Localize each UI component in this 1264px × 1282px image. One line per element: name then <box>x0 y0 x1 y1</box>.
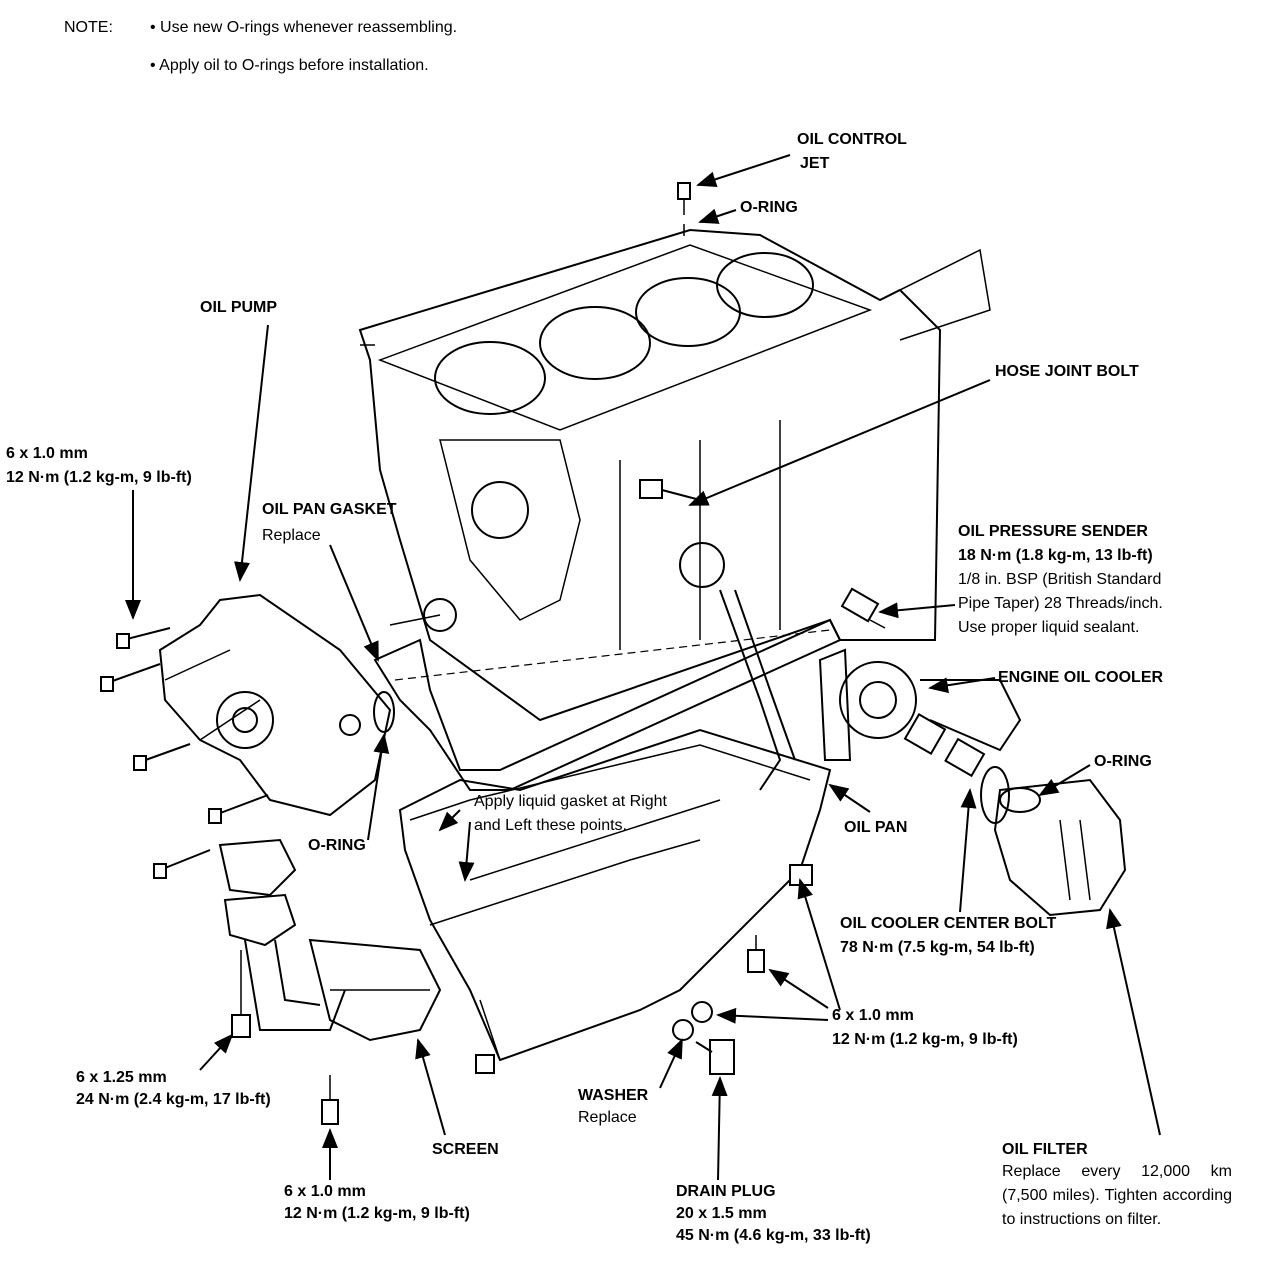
label-o-ring-pump: O-RING <box>308 837 366 854</box>
nut-drain <box>691 1001 713 1023</box>
cylinder-bore-1 <box>434 341 546 415</box>
pump-o-ring <box>373 691 395 733</box>
label-o-ring-filter: O-RING <box>1094 753 1152 770</box>
pump-bolts <box>100 627 269 879</box>
oil-control-jet <box>677 182 691 236</box>
label-oil-control-jet-2: JET <box>800 155 830 172</box>
label-oil-pressure-spec-1: 1/8 in. BSP (British Standard <box>958 571 1162 588</box>
label-bolt-bottom-torque: 12 N·m (1.2 kg-m, 9 lb-ft) <box>284 1205 470 1222</box>
label-drain-plug: DRAIN PLUG <box>676 1183 776 1200</box>
nut-pan <box>475 1054 495 1074</box>
label-cooler-center-bolt: OIL COOLER CENTER BOLT <box>840 915 1057 932</box>
label-oil-control-jet: OIL CONTROL <box>797 131 907 148</box>
label-bolt-screen-size: 6 x 1.25 mm <box>76 1069 167 1086</box>
label-washer: WASHER <box>578 1087 649 1104</box>
washer-part <box>672 1019 694 1041</box>
oil-cooler <box>818 648 1022 778</box>
label-oil-pump: OIL PUMP <box>200 299 278 316</box>
label-liquid-gasket-2: and Left these points. <box>474 817 627 834</box>
label-oil-pan-gasket-note: Replace <box>262 527 321 544</box>
bolt-screen <box>231 1014 251 1038</box>
label-o-ring-top: O-RING <box>740 199 798 216</box>
bolt-bottom <box>321 1099 339 1125</box>
oil-pump <box>158 593 392 817</box>
leader-lines <box>125 154 1161 1181</box>
oil-pressure-port <box>679 542 725 588</box>
label-washer-note: Replace <box>578 1109 637 1126</box>
bottom-fasteners <box>231 864 813 1125</box>
oil-filter <box>980 766 1127 917</box>
label-oil-pressure-spec-2: Pipe Taper) 28 Threads/inch. <box>958 595 1163 612</box>
label-oil-pan: OIL PAN <box>844 819 908 836</box>
label-bolt-bottom-size: 6 x 1.0 mm <box>284 1183 366 1200</box>
engine-block <box>358 228 991 722</box>
oil-screen <box>218 838 442 1042</box>
label-screen: SCREEN <box>432 1141 499 1158</box>
oil-pressure-sender <box>840 587 886 629</box>
bolt-right <box>747 949 765 973</box>
note-label: NOTE: <box>64 19 113 36</box>
label-liquid-gasket-1: Apply liquid gasket at Right <box>474 793 667 810</box>
oil-pan-gasket <box>373 618 842 791</box>
cylinder-bore-4 <box>716 252 814 318</box>
oil-pan <box>398 728 832 1062</box>
label-drain-plug-torque: 45 N·m (4.6 kg-m, 33 lb-ft) <box>676 1227 871 1244</box>
label-cooler-center-bolt-torque: 78 N·m (7.5 kg-m, 54 lb-ft) <box>840 939 1035 956</box>
label-oil-pan-gasket: OIL PAN GASKET <box>262 501 397 518</box>
note-line-2: • Apply oil to O-rings before installati… <box>150 57 429 74</box>
label-oil-pressure-spec-3: Use proper liquid sealant. <box>958 619 1140 636</box>
cylinder-bore-2 <box>539 306 651 380</box>
label-oil-pressure-torque: 18 N·m (1.8 kg-m, 13 lb-ft) <box>958 547 1153 564</box>
cylinder-bore-3 <box>635 277 741 347</box>
label-drain-plug-size: 20 x 1.5 mm <box>676 1205 767 1222</box>
label-oil-filter-note: Replace every 12,000 km (7,500 miles). T… <box>1002 1163 1232 1228</box>
label-hose-joint-bolt: HOSE JOINT BOLT <box>995 363 1139 380</box>
note-line-1: • Use new O-rings whenever reassembling. <box>150 19 458 36</box>
label-bolt-left-torque: 12 N·m (1.2 kg-m, 9 lb-ft) <box>6 469 192 486</box>
label-oil-filter: OIL FILTER <box>1002 1141 1088 1158</box>
label-engine-oil-cooler: ENGINE OIL COOLER <box>998 669 1164 686</box>
label-bolt-right-size: 6 x 1.0 mm <box>832 1007 914 1024</box>
label-oil-pressure-sender: OIL PRESSURE SENDER <box>958 523 1148 540</box>
drain-plug-part <box>709 1039 735 1075</box>
label-bolt-screen-torque: 24 N·m (2.4 kg-m, 17 lb-ft) <box>76 1091 271 1108</box>
label-bolt-left-size: 6 x 1.0 mm <box>6 445 88 462</box>
label-bolt-right-torque: 12 N·m (1.2 kg-m, 9 lb-ft) <box>832 1031 1018 1048</box>
hose-joint-bolt <box>639 479 796 791</box>
